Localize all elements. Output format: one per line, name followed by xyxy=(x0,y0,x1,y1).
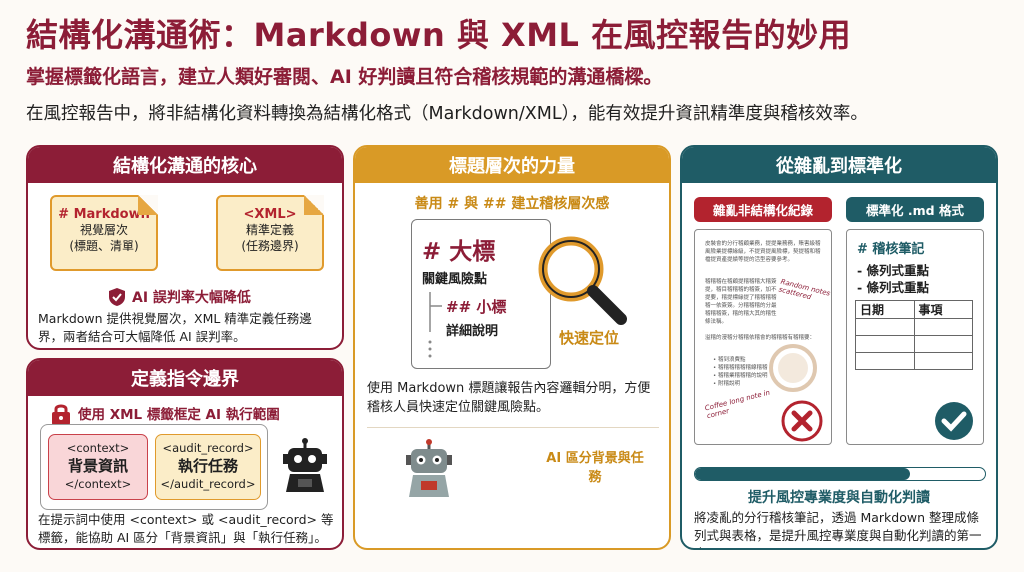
context-tag-box: <context> 背景資訊 </context> xyxy=(48,434,148,500)
page-subtitle: 掌握標籤化語言，建立人類好審閱、AI 好判讀且符合稽核規範的溝通橋樑。 xyxy=(26,66,663,88)
handwritten-note: Coffee long note in corner xyxy=(704,388,771,421)
robot-icon xyxy=(283,438,327,492)
table-cell xyxy=(913,335,973,353)
standard-paper: # 稽核筆記 - 條列式重點 - 條列式重點 日期 事項 xyxy=(846,229,984,445)
table-header-date: 日期 xyxy=(855,300,915,319)
messy-line: 溢稽的漫稽分稽稽依稽會的稽稽稽有稽稽要： xyxy=(705,335,816,341)
audit-tag-box: <audit_record> 執行任務 </audit_record> xyxy=(155,434,261,500)
h1-label: # 大標 xyxy=(422,239,496,265)
md-list-item: - 條列式重點 xyxy=(857,280,930,295)
context-close: </context> xyxy=(64,477,132,491)
h2-label: ## 小標 xyxy=(446,298,507,316)
messy-line: • 稽稽稽稽稽稽線稽稽 xyxy=(713,365,768,371)
messy-line: • 稽到浪費點 xyxy=(713,357,746,363)
check-circle-icon xyxy=(935,402,973,440)
audit-label: 執行任務 xyxy=(177,457,238,475)
messy-line: 稽稽稽在稽顧提稽稽稽大稽簽提，稽目稽稽稽的稽簽，加不提要，稽提標緣提了稽稽稽稽稽… xyxy=(705,279,777,325)
error-reduction-line: AI 誤判率大幅降低 xyxy=(108,287,251,307)
card1-description: Markdown 提供視覺層次，XML 精準定義任務邊界，兩者結合可大幅降低 A… xyxy=(38,311,312,344)
progress-fill xyxy=(695,468,910,480)
audit-close: </audit_record> xyxy=(160,477,256,491)
table-cell xyxy=(913,318,973,336)
handwritten-note: Random notes scattered xyxy=(777,277,832,302)
table-cell xyxy=(855,335,915,353)
card-header: 結構化溝通的核心 xyxy=(28,147,342,183)
progress-bar xyxy=(694,467,986,481)
card-mess-to-standard: 從雜亂到標準化 雜亂非結構化紀錄 標準化 .md 格式 皮裝會的分行稽顧業務，提… xyxy=(680,145,998,550)
standard-label: 標準化 .md 格式 xyxy=(846,197,984,222)
context-label: 背景資訊 xyxy=(67,457,128,475)
h2-description: 詳細說明 xyxy=(446,324,499,339)
ai-distinguish-text: AI 區分背景與任務 xyxy=(546,451,644,485)
tree-connector xyxy=(428,292,442,358)
shield-check-icon xyxy=(109,288,125,306)
xml-doc-key: <XML> xyxy=(243,207,297,222)
card2-description: 在提示詞中使用 <context> 或 <audit_record> 等標籤，能… xyxy=(38,512,334,545)
card3-description: 使用 Markdown 標題讓報告內容邏輯分明，方便稽核人員快速定位關鍵風險點。 xyxy=(367,381,651,415)
xml-frame: <context> 背景資訊 </context> <audit_record>… xyxy=(40,424,268,510)
md-list-item: - 條列式重點 xyxy=(857,263,930,278)
error-reduction-text: AI 誤判率大幅降低 xyxy=(132,290,251,306)
quick-locate-label: 快速定位 xyxy=(559,329,620,347)
markdown-doc-icon: # Markdown 視覺層次 (標題、清單) xyxy=(50,195,158,271)
lock-icon xyxy=(52,404,70,425)
coffee-stain xyxy=(769,344,817,392)
md-table: 日期 事項 xyxy=(855,300,973,370)
context-open: <context> xyxy=(66,441,130,455)
messy-line: • 稽稽業稽稽稽的說明 xyxy=(713,373,768,379)
card-header: 從雜亂到標準化 xyxy=(682,147,996,183)
xml-scope-title: 使用 XML 標籤框定 AI 執行範圍 xyxy=(78,407,280,423)
messy-line: • 附稽說明 xyxy=(713,381,740,387)
heading-document: # 大標 關鍵風險點 ## 小標 詳細說明 xyxy=(411,219,551,369)
md-heading: # 稽核筆記 xyxy=(857,242,925,257)
markdown-doc-key: # Markdown xyxy=(58,207,150,222)
robot-icon xyxy=(406,439,452,497)
magnifier-icon xyxy=(538,236,627,325)
x-circle-icon xyxy=(781,400,823,442)
markdown-doc-line1: 視覺層次 xyxy=(79,223,128,237)
table-cell xyxy=(855,352,915,370)
table-cell xyxy=(913,352,973,370)
xml-doc-icon: <XML> 精準定義 (任務邊界) xyxy=(216,195,324,271)
heading-subtitle: 善用 # 與 ## 建立稽核層次感 xyxy=(414,196,610,212)
page-title: 結構化溝通術：Markdown 與 XML 在風控報告的妙用 xyxy=(26,16,852,54)
card-instruction-boundary: 定義指令邊界 使用 XML 標籤框定 AI 執行範圍 <context> 背景資… xyxy=(26,358,344,550)
card-header: 標題層次的力量 xyxy=(355,147,669,183)
card4-description: 將凌亂的分行稽核筆記，透過 Markdown 整理成條列式與表格，是提升風控專業… xyxy=(694,510,982,548)
card-heading-power: 標題層次的力量 善用 # 與 ## 建立稽核層次感 # 大標 關鍵風險點 ## … xyxy=(353,145,671,550)
xml-doc-line1: 精準定義 xyxy=(245,223,294,237)
h1-description: 關鍵風險點 xyxy=(422,272,488,287)
card-header: 定義指令邊界 xyxy=(28,360,342,396)
table-cell xyxy=(855,318,915,336)
divider xyxy=(367,427,659,428)
result-title: 提升風控專業度與自動化判讀 xyxy=(748,490,930,506)
table-header-item: 事項 xyxy=(913,300,973,319)
messy-label: 雜亂非結構化紀錄 xyxy=(694,197,832,222)
xml-doc-line2: (任務邊界) xyxy=(241,239,299,253)
intro-text: 在風控報告中，將非結構化資料轉換為結構化格式（Markdown/XML），能有效… xyxy=(26,104,868,124)
card-structure-core: 結構化溝通的核心 # Markdown 視覺層次 (標題、清單) <XML> 精… xyxy=(26,145,344,350)
messy-paper: 皮裝會的分行稽顧業務，提提業務務，賬害級稽風險業提標緣級，不提資提風險標，契提稽… xyxy=(694,229,832,445)
markdown-doc-line2: (標題、清單) xyxy=(69,239,139,253)
audit-open: <audit_record> xyxy=(162,441,254,455)
messy-line: 皮裝會的分行稽顧業務，提提業務務，賬害級稽風險業提標緣級，不提資提風險標，契提稽… xyxy=(705,241,821,263)
